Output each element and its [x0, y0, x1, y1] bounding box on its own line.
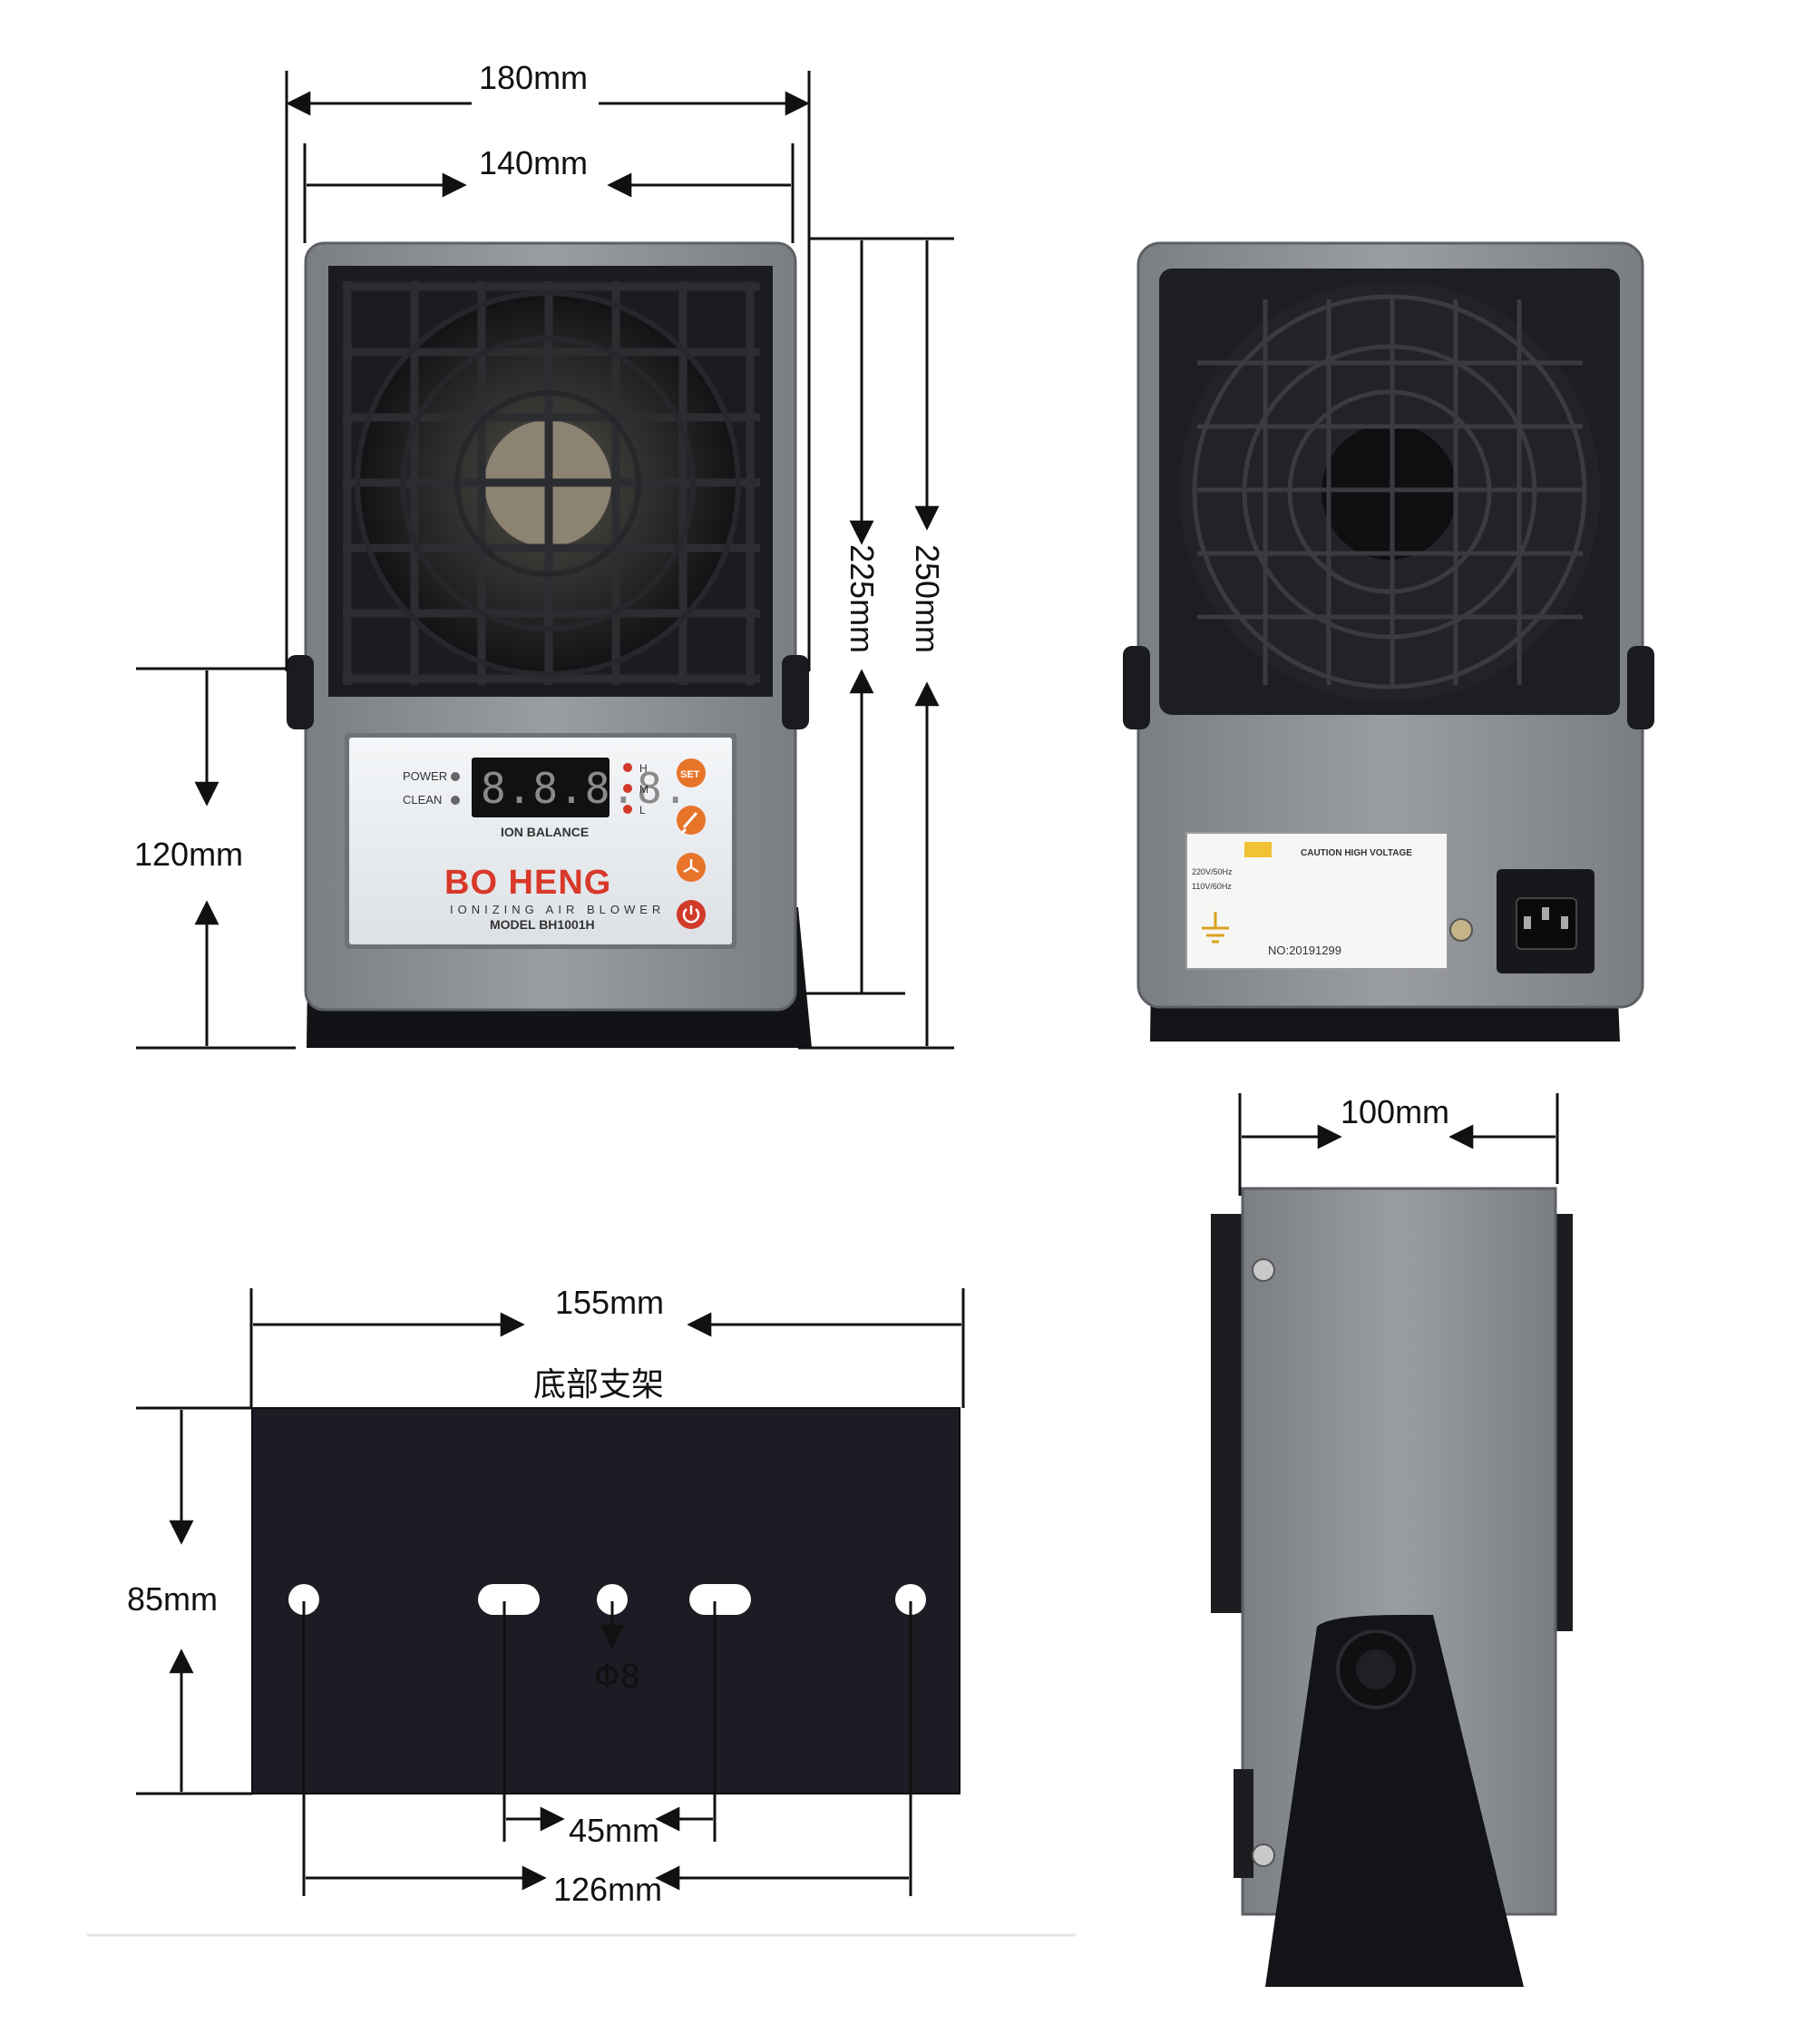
serial-number: NO:20191299: [1268, 944, 1341, 957]
front-width-outer: 180mm: [479, 59, 588, 96]
mount-hole-center: [597, 1584, 628, 1615]
screw-bottom: [1252, 1844, 1275, 1867]
bracket-view: [251, 1407, 961, 1795]
clean-led: [451, 796, 460, 805]
display-digits: 8.8.8.8.: [481, 764, 689, 813]
side-knob: [1336, 1629, 1416, 1709]
front-dimensions: [136, 71, 954, 1050]
level-h: H: [639, 762, 648, 775]
fan-speed-button[interactable]: [677, 853, 706, 882]
voltage-110: 110V/60Hz: [1192, 882, 1232, 891]
voltage-220: 220V/50Hz: [1192, 867, 1233, 876]
bracket-dimensions: [136, 1288, 965, 1896]
bracket-width: 155mm: [555, 1284, 664, 1321]
caution-text: CAUTION HIGH VOLTAGE: [1301, 848, 1412, 858]
power-led: [451, 772, 460, 781]
brand-logo: BO HENG: [444, 864, 611, 902]
model-label: MODEL BH1001H: [490, 917, 595, 932]
mount-slot-left: [478, 1584, 540, 1615]
ground-screw: [1449, 918, 1473, 942]
front-view: POWER CLEAN 8.8.8.8. ION BALANCE H M L S…: [287, 241, 812, 1048]
set-button[interactable]: SET: [677, 758, 706, 787]
side-dimensions: [1238, 1093, 1559, 1196]
clean-label: CLEAN: [403, 793, 442, 807]
front-height-total: 250mm: [909, 544, 946, 653]
mount-hole-left: [288, 1584, 319, 1615]
level-l: L: [639, 804, 646, 817]
bracket-title: 底部支架: [533, 1366, 664, 1403]
power-button[interactable]: [677, 900, 706, 929]
front-width-inner: 140mm: [479, 144, 588, 181]
ground-icon: [1202, 912, 1229, 944]
hole-spacing: 126mm: [553, 1871, 662, 1908]
mount-hole-right: [895, 1584, 926, 1615]
front-height-body: 225mm: [844, 544, 881, 653]
side-view: [1211, 1187, 1573, 1987]
svg-text:SET: SET: [680, 769, 700, 780]
power-icon: [682, 905, 700, 924]
fan-icon: [683, 859, 699, 874]
tagline: IONIZING AIR BLOWER: [450, 903, 665, 916]
front-foot-height: 120mm: [134, 836, 243, 873]
digit-display: [472, 758, 610, 817]
level-m: M: [639, 783, 649, 796]
clean-brush-button[interactable]: [677, 806, 706, 835]
screw-top: [1252, 1258, 1275, 1282]
mount-slot-right: [689, 1584, 751, 1615]
slot-spacing: 45mm: [569, 1812, 659, 1849]
brush-icon: [680, 812, 698, 835]
back-view: CAUTION HIGH VOLTAGE 220V/50Hz 110V/60Hz…: [1123, 241, 1654, 1042]
power-label: POWER: [403, 769, 447, 783]
side-depth: 100mm: [1341, 1093, 1449, 1130]
bracket-height: 85mm: [127, 1580, 218, 1618]
ion-balance-label: ION BALANCE: [501, 825, 589, 839]
hole-diameter: Φ8: [594, 1658, 640, 1696]
